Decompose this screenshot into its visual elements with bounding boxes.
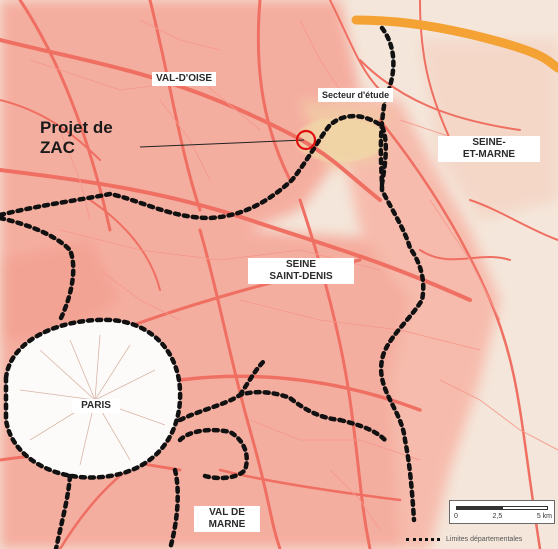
legend-boundary-label: Limites départementales [446, 535, 523, 543]
label-study-area: Secteur d'étude [318, 88, 394, 102]
scale-tick: 2,5 [492, 513, 503, 520]
legend: Limites départementales [406, 532, 522, 546]
label-paris: PARIS [72, 399, 120, 413]
label-seine-et-marne: SEINE- ET-MARNE [438, 136, 540, 162]
label-val-doise: VAL-D'OISE [152, 72, 217, 86]
project-marker [295, 129, 317, 151]
label-val-de-marne: VAL DE MARNE [194, 506, 260, 532]
scale-bar-ticks: 0 2,5 5 km [454, 513, 552, 520]
department-boundaries [0, 25, 426, 549]
minor-roads [29, 19, 558, 531]
legend-boundary-symbol [406, 537, 440, 541]
project-leader-line [139, 139, 305, 148]
scale-tick: 5 km [536, 513, 552, 520]
highway-francilienne [351, 15, 558, 73]
scale-bar: 0 2,5 5 km [449, 500, 555, 524]
project-zac-label: Projet de ZAC [40, 118, 113, 157]
label-seine-saint-denis: SEINE SAINT-DENIS [248, 258, 354, 284]
scale-bar-graphic [456, 506, 548, 510]
scale-tick: 0 [454, 513, 458, 520]
